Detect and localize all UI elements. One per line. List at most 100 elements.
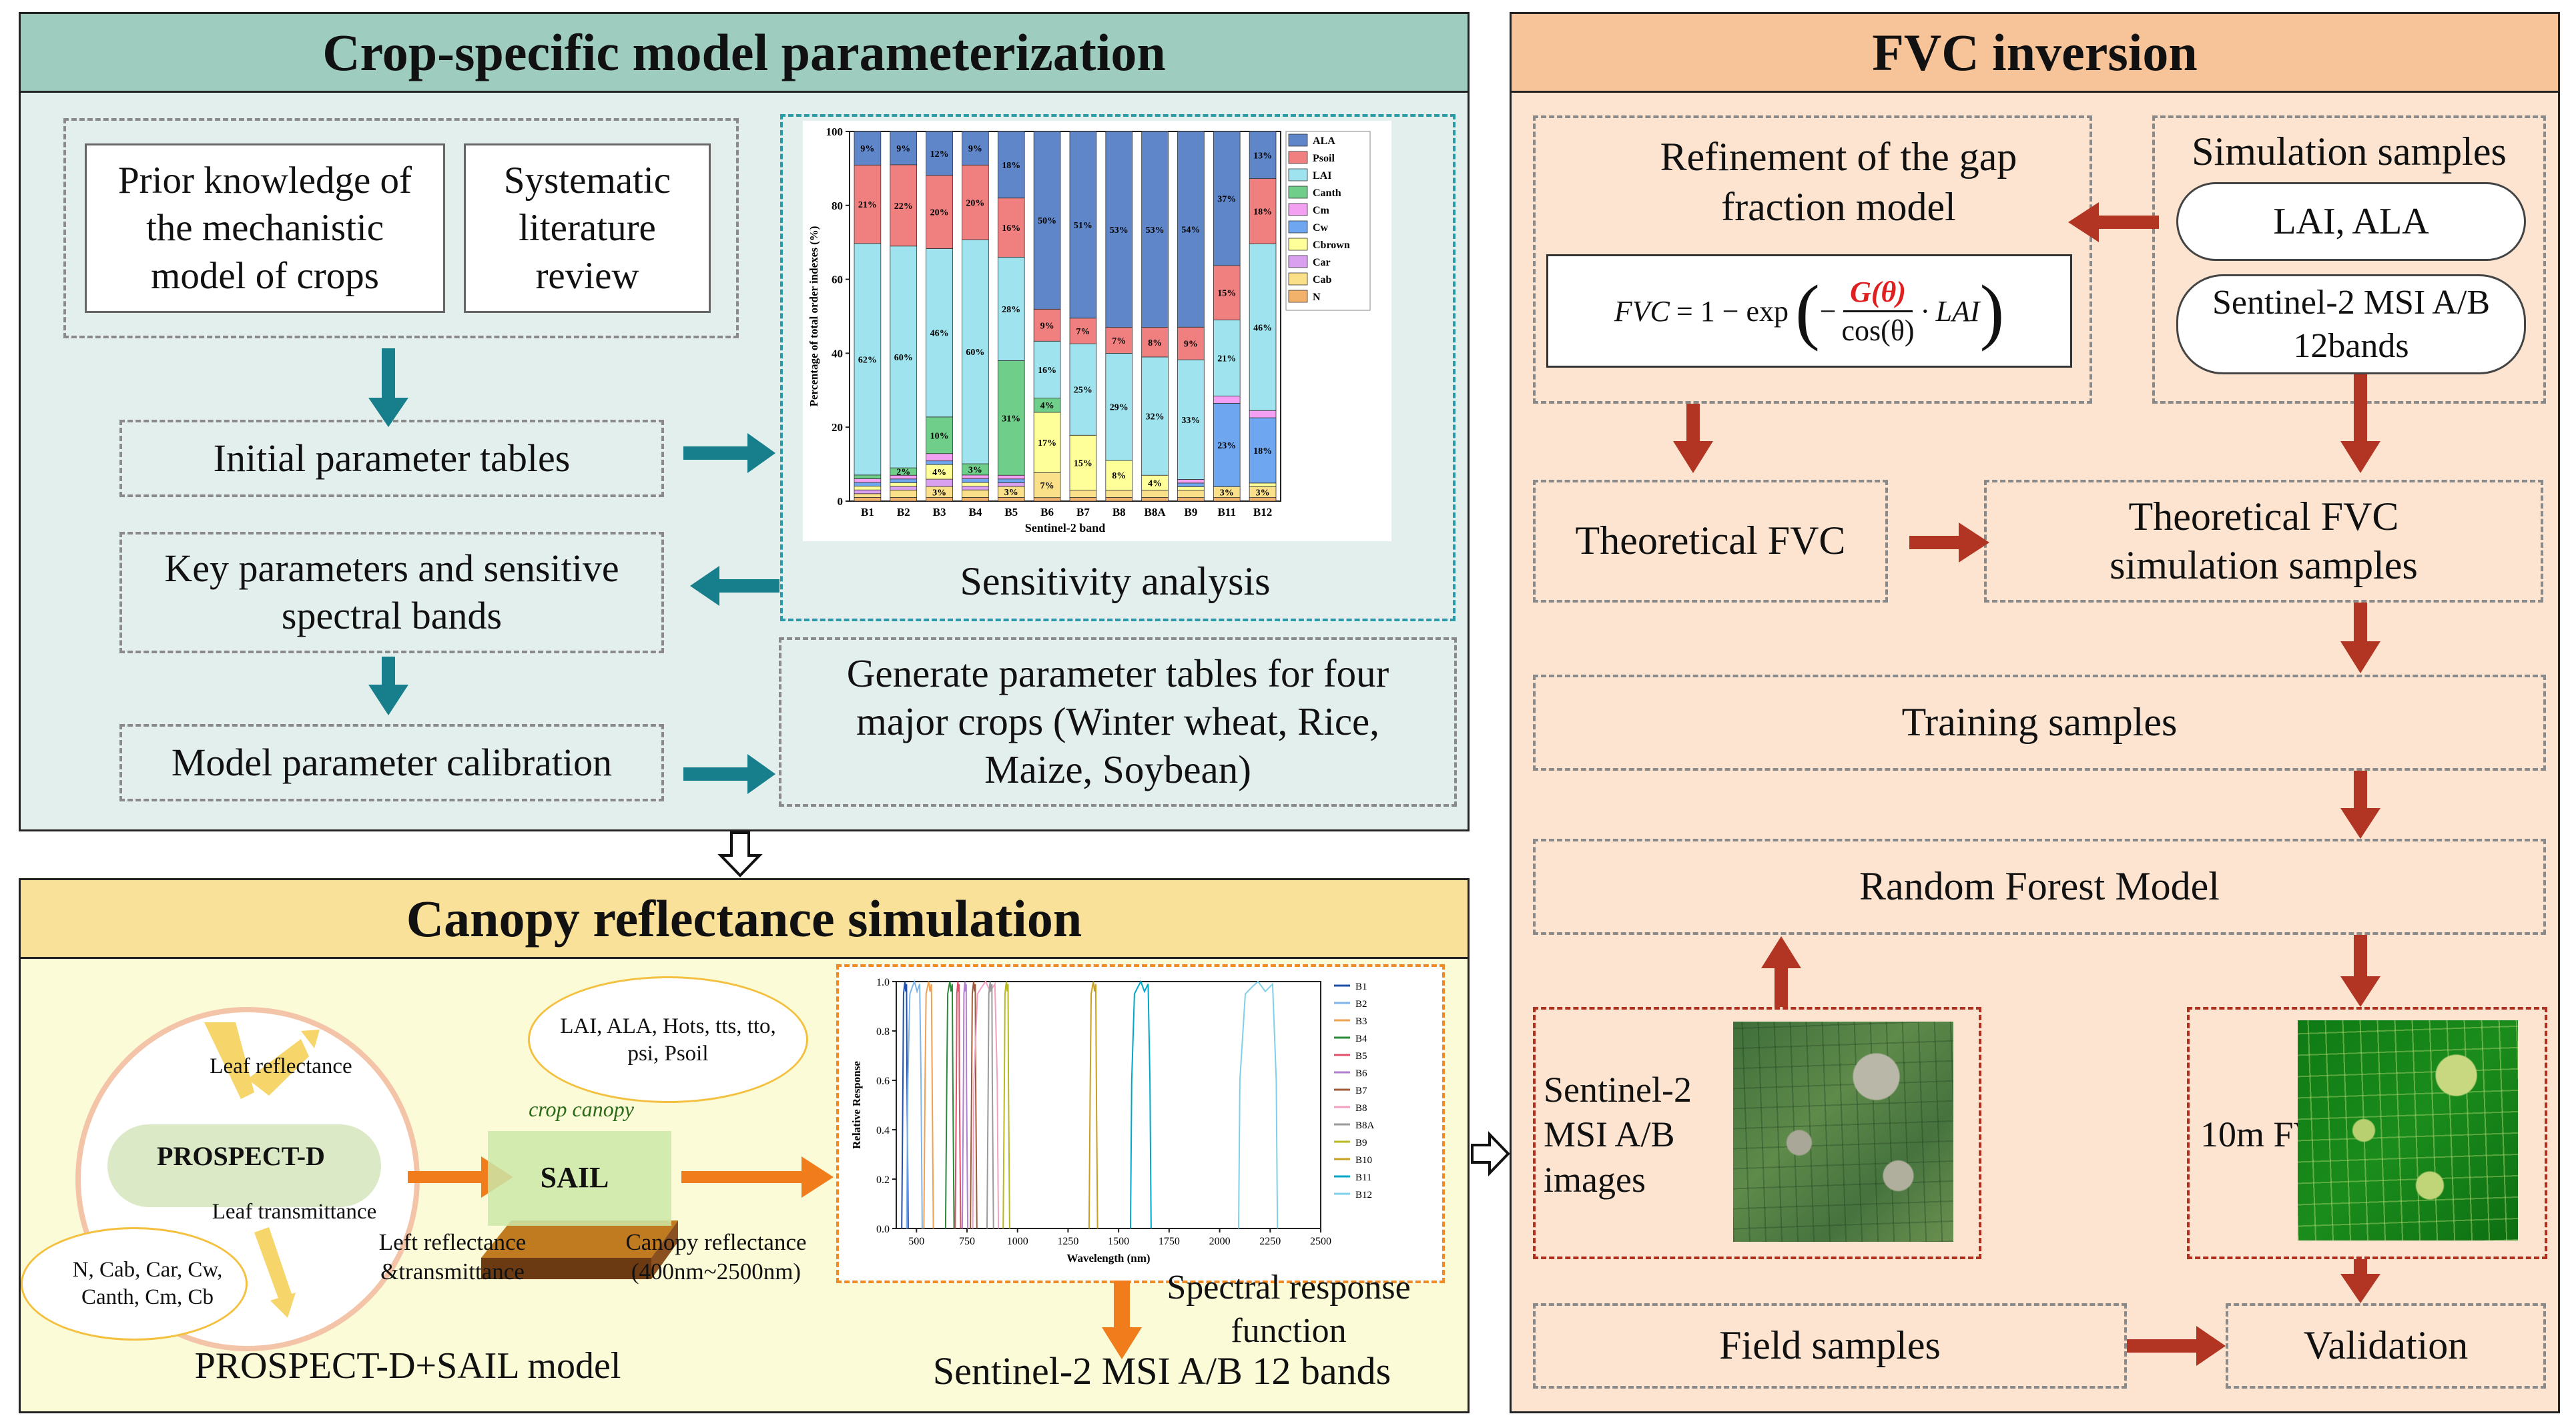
bar-segment-ala: [1033, 131, 1061, 310]
bar-data-label: 3%: [968, 465, 982, 475]
bar-data-label: 3%: [932, 488, 946, 498]
bar-data-label: 16%: [1038, 366, 1056, 376]
bar-data-label: 21%: [1217, 354, 1236, 364]
bar-segment-ala: [1105, 131, 1133, 328]
panel-down-arrow: [717, 831, 763, 877]
srf-legend-label: B7: [1355, 1086, 1367, 1096]
y-tick-label: 0: [838, 495, 844, 508]
bar-data-label: 9%: [860, 144, 874, 154]
srf-x-tick-label: 1750: [1159, 1236, 1180, 1247]
bar-data-label: 60%: [966, 348, 984, 358]
bar-data-label: 12%: [930, 149, 949, 159]
x-tick-label: B11: [1218, 506, 1236, 518]
bar-segment-lai: [1105, 352, 1133, 461]
x-tick-label: B6: [1040, 506, 1054, 518]
srf-x-tick-label: 1500: [1108, 1236, 1129, 1247]
bar-data-label: 28%: [1002, 305, 1020, 315]
bar-segment-lai: [854, 243, 882, 476]
x-tick-label: B2: [897, 506, 910, 518]
bar-data-label: 4%: [932, 468, 946, 478]
reflected-light-arrow: [248, 1039, 309, 1096]
bar-data-label: 3%: [1220, 488, 1234, 498]
bar-segment-lai: [890, 246, 918, 468]
crop-canopy-shape: [488, 1131, 671, 1226]
formula-eq: = 1 − exp: [1676, 294, 1789, 328]
srf-label: Spectral response function: [1167, 1269, 1411, 1350]
legend-swatch-cbrown: [1288, 238, 1308, 251]
bar-segment-lai: [1033, 340, 1061, 398]
bar-data-label: 29%: [1110, 403, 1129, 413]
srf-legend-label: B6: [1355, 1068, 1367, 1079]
x-tick-label: B8A: [1145, 506, 1167, 518]
fvc-panel: FVC inversion Refinement of the gap frac…: [1510, 12, 2560, 1413]
bar-data-label: 3%: [1004, 488, 1018, 498]
sensitivity-group: [780, 114, 1456, 621]
bar-segment-lai: [1249, 243, 1277, 411]
srf-legend-label: B4: [1355, 1034, 1367, 1044]
legend-swatch-cab: [1288, 272, 1308, 286]
srf-x-axis-label: Wavelength (nm): [1066, 1252, 1150, 1265]
legend-label: ALA: [1313, 135, 1335, 147]
legend-label: N: [1313, 292, 1321, 303]
bar-data-label: 18%: [1253, 207, 1272, 217]
bar-segment-ala: [1069, 131, 1097, 319]
incident-light-arrow: [204, 1022, 254, 1099]
bar-data-label: 13%: [1253, 151, 1272, 161]
bar-data-label: 15%: [1074, 458, 1092, 468]
bar-segment-ala: [890, 131, 918, 165]
soil-layer: [481, 1220, 678, 1258]
plot-frame: [849, 131, 1281, 502]
calibration-box: Model parameter calibration: [119, 724, 664, 801]
srf-x-tick-label: 1250: [1057, 1236, 1078, 1247]
leaf-params-text: N, Cab, Car, Cw, Canth, Cm, Cb: [72, 1257, 223, 1309]
bar-data-label: 17%: [1038, 438, 1056, 448]
bar-segment-cbrown: [1033, 412, 1061, 473]
fvc10m-frame: [2187, 1007, 2547, 1259]
bar-data-label: 15%: [1217, 289, 1236, 299]
srf-y-tick-label: 0.8: [876, 1026, 890, 1038]
srf-legend-label: B1: [1355, 982, 1367, 992]
legend-label: Car: [1313, 257, 1331, 268]
srf-y-tick-label: 0.4: [876, 1125, 890, 1136]
fvc-arrows: [1673, 202, 2380, 1366]
bar-segment-canth: [997, 360, 1025, 476]
legend-label: Canth: [1313, 188, 1341, 199]
legend-label: Psoil: [1313, 153, 1335, 164]
bar-segment-psoil: [1105, 327, 1133, 354]
legend-label: Cm: [1313, 205, 1330, 216]
fvc-formula-box: FVC = 1 − exp ( − G(θ) cos(θ) · LAI ): [1546, 254, 2072, 368]
fvc-title: FVC inversion: [1512, 14, 2558, 93]
y-tick-label: 20: [832, 421, 843, 434]
bar-segment-psoil: [997, 198, 1025, 258]
bar-segment-ala: [1213, 131, 1241, 266]
srf-curve-b5: [954, 981, 962, 1229]
sail-label: SAIL: [540, 1160, 609, 1194]
bar-data-label: 53%: [1110, 226, 1129, 236]
srf-y-tick-label: 0.2: [876, 1174, 890, 1186]
parameterization-panel: Crop-specific model parameterization Pri…: [19, 12, 1470, 831]
sentinel2-satellite-image: [1733, 1022, 1953, 1242]
srf-x-tick-label: 750: [959, 1236, 975, 1247]
bar-data-label: 18%: [1002, 161, 1020, 171]
srf-curve-b11: [1130, 980, 1152, 1229]
x-tick-label: B3: [933, 506, 946, 518]
validation-box: Validation: [2226, 1303, 2546, 1389]
srf-legend-label: B8A: [1355, 1120, 1375, 1131]
bar-data-label: 3%: [1256, 488, 1270, 498]
bar-segment-ala: [854, 131, 882, 165]
transmitted-light-arrow: [254, 1227, 293, 1302]
srf-legend-label: B5: [1355, 1051, 1367, 1062]
canopy-panel: Canopy reflectance simulation Leaf refle…: [19, 878, 1470, 1413]
bar-data-label: 25%: [1074, 386, 1092, 396]
bar-segment-psoil: [1249, 178, 1277, 244]
y-tick-label: 40: [832, 347, 843, 360]
x-tick-label: B4: [968, 506, 982, 518]
bar-segment-psoil: [1033, 308, 1061, 342]
bar-segment-cbrown: [1069, 434, 1097, 490]
srf-y-tick-label: 0.0: [876, 1224, 890, 1235]
bar-data-label: 60%: [894, 353, 913, 363]
bar-data-label: 32%: [1146, 412, 1165, 422]
